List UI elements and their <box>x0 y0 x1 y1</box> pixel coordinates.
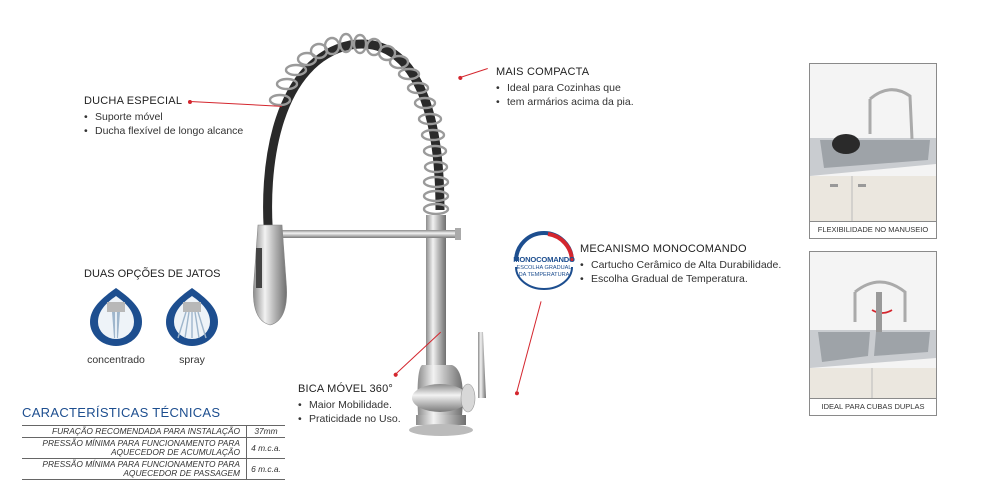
spec-value: 37mm <box>246 425 285 438</box>
spec-value: 4 m.c.a. <box>246 437 285 459</box>
bullet-item: Cartucho Cerâmico de Alta Durabilidade. <box>580 258 781 272</box>
callout-bica: BICA MÓVEL 360° Maior Mobilidade. Pratic… <box>298 383 401 426</box>
faucet-illustration <box>253 32 486 436</box>
badge-line3: DA TEMPERATURA <box>518 272 570 278</box>
double-sink-photo <box>810 252 936 399</box>
bullet-item-continuation: tem armários acima da pia. <box>496 95 634 109</box>
table-row: PRESSÃO MÍNIMA PARA FUNCIONAMENTO PARA A… <box>22 458 285 480</box>
badge-line2: ESCOLHA GRADUAL <box>516 265 572 271</box>
jet-concentrado-caption: concentrado <box>87 354 145 366</box>
bullet-item: Maior Mobilidade. <box>298 398 401 412</box>
specs-title: CARACTERÍSTICAS TÉCNICAS <box>22 405 221 420</box>
spec-label: FURAÇÃO RECOMENDADA PARA INSTALAÇÃO <box>22 425 247 438</box>
callout-title: MECANISMO MONOCOMANDO <box>580 243 747 255</box>
jet-spray-icon <box>160 284 224 348</box>
spec-label: PRESSÃO MÍNIMA PARA FUNCIONAMENTO PARA A… <box>22 458 247 480</box>
callout-compacta: MAIS COMPACTA Ideal para Cozinhas que te… <box>496 66 634 109</box>
table-row: PRESSÃO MÍNIMA PARA FUNCIONAMENTO PARA A… <box>22 437 285 459</box>
monocomando-badge: MONOCOMANDO ESCOLHA GRADUAL DA TEMPERATU… <box>508 231 580 291</box>
jatos-title: DUAS OPÇÕES DE JATOS <box>84 268 221 280</box>
badge-arc-icon <box>514 231 574 290</box>
photo-cubas-duplas: IDEAL PARA CUBAS DUPLAS <box>809 251 937 416</box>
specs-table: FURAÇÃO RECOMENDADA PARA INSTALAÇÃO 37mm… <box>22 425 285 480</box>
spec-label: PRESSÃO MÍNIMA PARA FUNCIONAMENTO PARA A… <box>22 437 247 459</box>
photo-caption: IDEAL PARA CUBAS DUPLAS <box>810 398 936 415</box>
jet-concentrado-icon <box>84 284 148 348</box>
badge-line1: MONOCOMANDO <box>513 255 575 264</box>
bullet-item: Escolha Gradual de Temperatura. <box>580 272 781 286</box>
callout-ducha: DUCHA ESPECIAL Suporte móvel Ducha flexí… <box>84 95 243 138</box>
callout-mecanismo: MECANISMO MONOCOMANDO Cartucho Cerâmico … <box>580 243 781 286</box>
spec-value: 6 m.c.a. <box>246 458 285 480</box>
kitchen-sink-photo <box>810 64 936 222</box>
bullet-item: Ducha flexível de longo alcance <box>84 124 243 138</box>
bullet-item: Suporte móvel <box>84 110 243 124</box>
callout-title: DUCHA ESPECIAL <box>84 95 183 107</box>
jet-spray-caption: spray <box>179 354 205 366</box>
photo-caption: FLEXIBILIDADE NO MANUSEIO <box>810 221 936 238</box>
table-row: FURAÇÃO RECOMENDADA PARA INSTALAÇÃO 37mm <box>22 425 285 438</box>
bullet-item: Ideal para Cozinhas que <box>496 81 634 95</box>
bullet-item: Praticidade no Uso. <box>298 412 401 426</box>
callout-title: BICA MÓVEL 360° <box>298 383 394 395</box>
callout-title: MAIS COMPACTA <box>496 66 590 78</box>
photo-flexibilidade: FLEXIBILIDADE NO MANUSEIO <box>809 63 937 239</box>
